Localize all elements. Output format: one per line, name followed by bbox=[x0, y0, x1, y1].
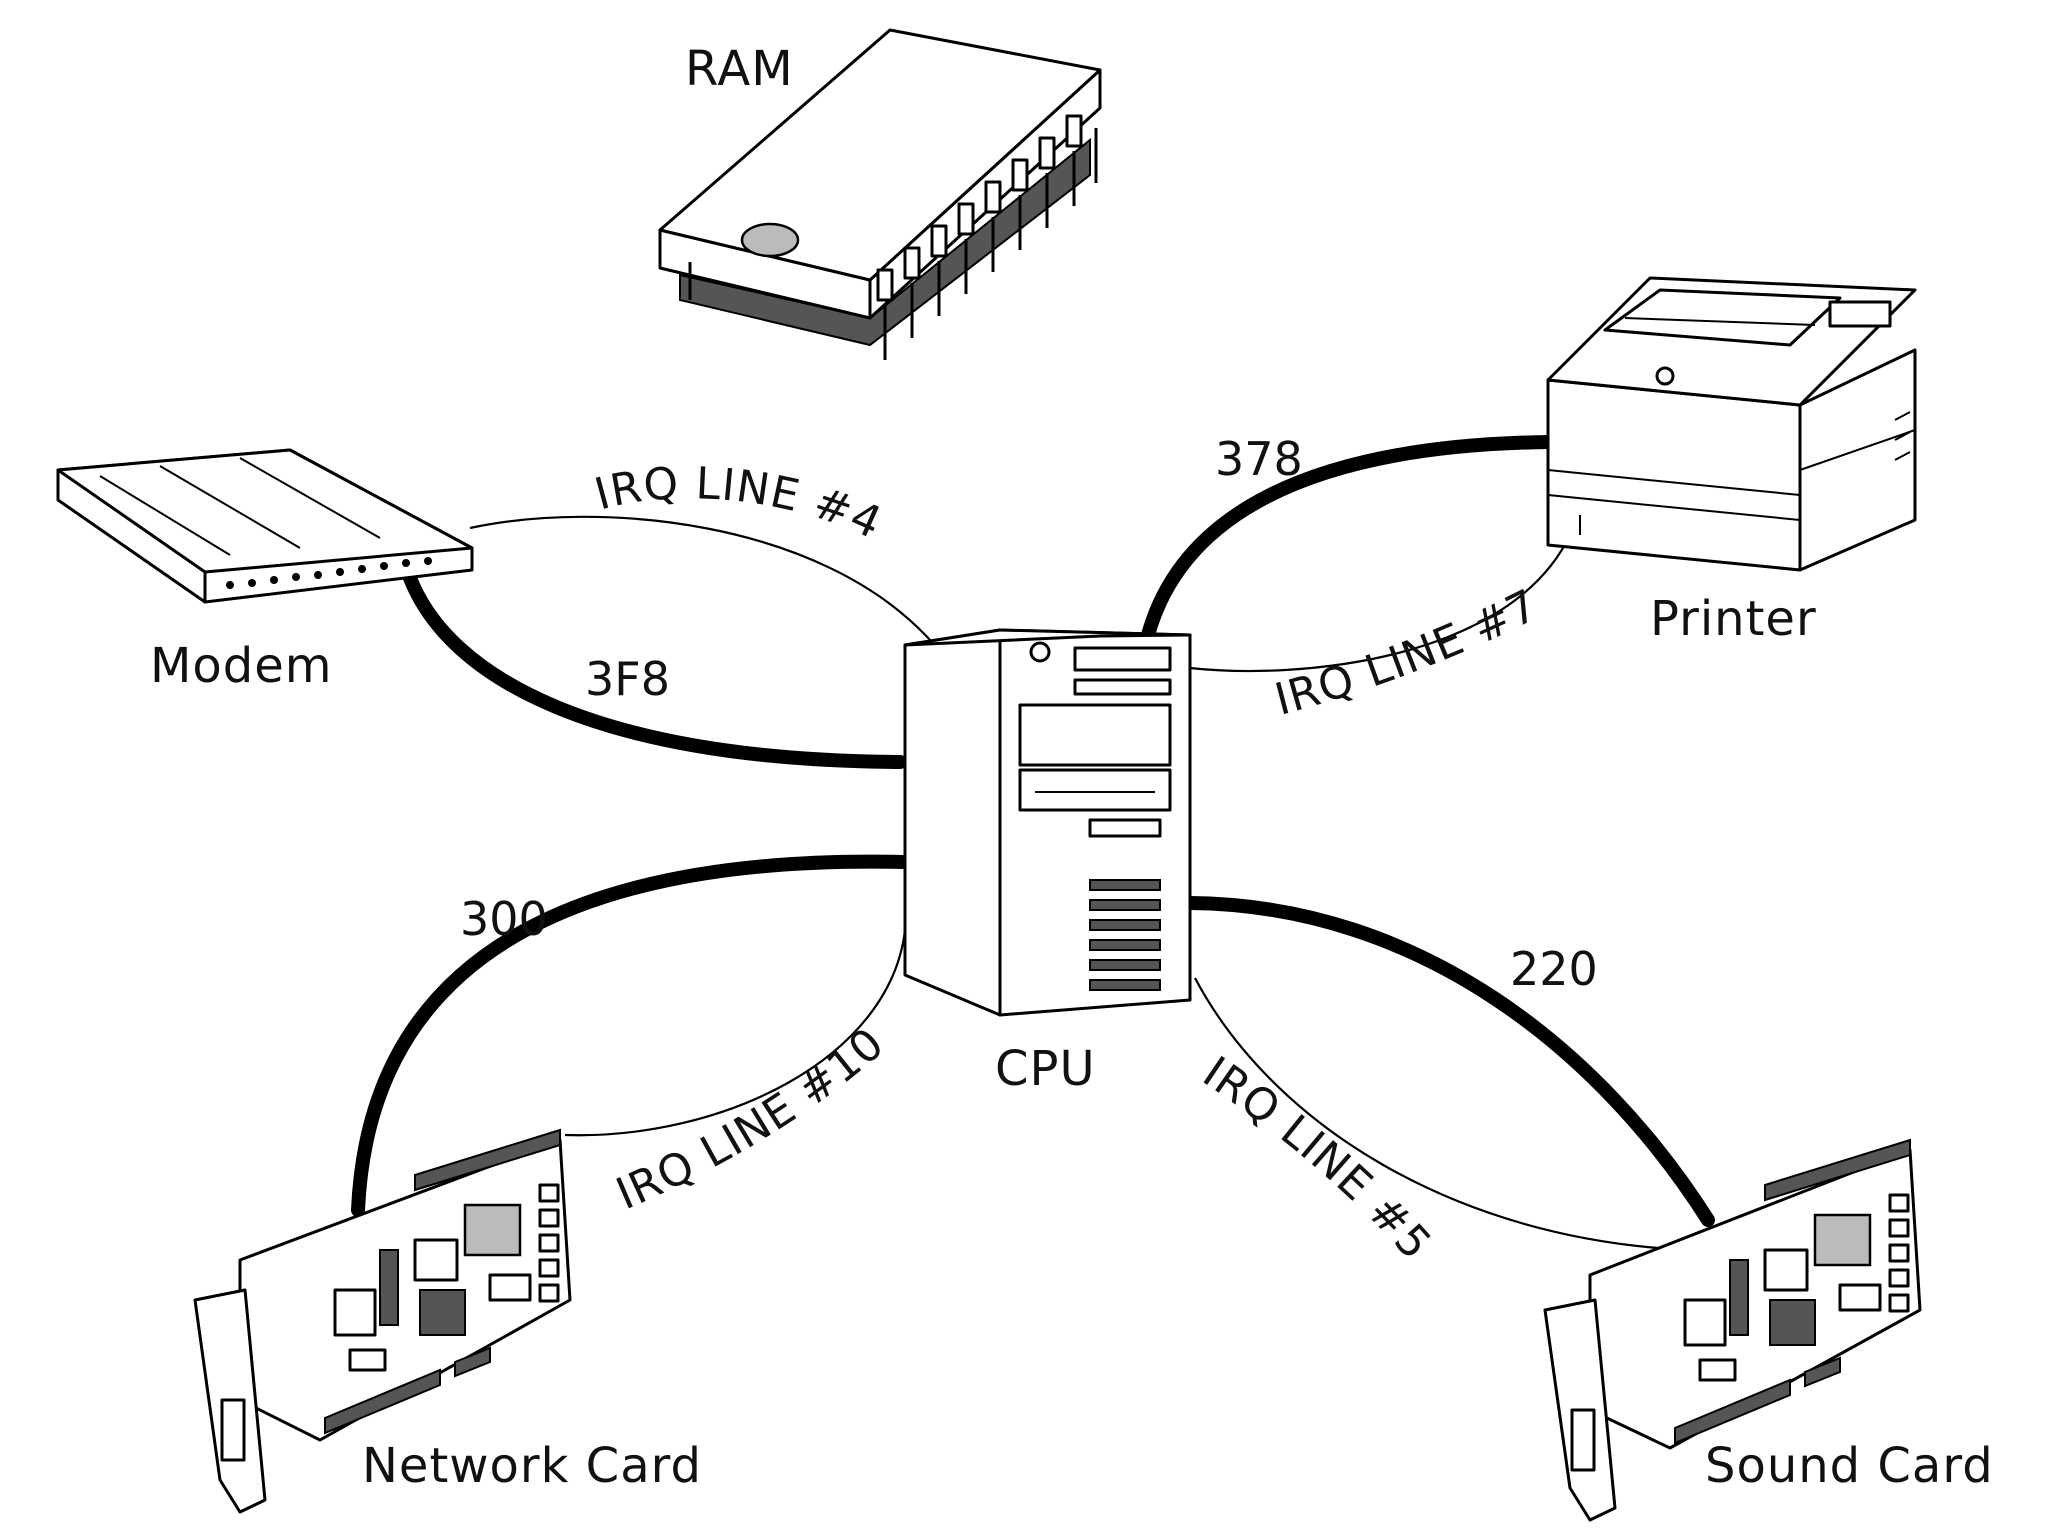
modem-irq-line bbox=[469, 515, 931, 641]
network-card-io-address: 300 bbox=[460, 892, 548, 946]
network-card-label: Network Card bbox=[362, 1438, 702, 1494]
sound-card-irq-label: IRQ LINE #5 bbox=[1194, 1047, 1442, 1270]
printer-icon bbox=[1546, 276, 1917, 572]
sound-card-icon bbox=[1543, 1138, 1922, 1522]
printer-label: Printer bbox=[1650, 591, 1817, 647]
cpu-label: CPU bbox=[995, 1041, 1096, 1097]
sound-card-io-address: 220 bbox=[1510, 942, 1598, 996]
cpu-tower-icon bbox=[903, 628, 1192, 1017]
sound-card-label: Sound Card bbox=[1705, 1438, 1994, 1494]
printer-io-cable bbox=[1141, 435, 1557, 642]
network-card-io-cable bbox=[351, 854, 912, 1217]
ram-label: RAM bbox=[685, 41, 794, 97]
network-card-icon bbox=[193, 1128, 572, 1514]
modem-icon bbox=[56, 448, 474, 604]
ram-chip-icon bbox=[658, 28, 1102, 360]
printer-io-address: 378 bbox=[1215, 432, 1303, 486]
network-card-irq-line bbox=[564, 929, 907, 1137]
network-card-irq-label: IRQ LINE #10 bbox=[609, 1018, 894, 1220]
sound-card-irq-line bbox=[1194, 977, 1691, 1252]
printer-irq-label: IRQ LINE #7 bbox=[1270, 580, 1547, 726]
printer-irq-line bbox=[1189, 534, 1571, 673]
modem-label: Modem bbox=[150, 638, 333, 694]
sound-card-io-cable bbox=[1183, 896, 1715, 1227]
modem-io-cable bbox=[403, 571, 907, 769]
modem-io-address: 3F8 bbox=[585, 652, 670, 706]
connections bbox=[351, 435, 1715, 1252]
